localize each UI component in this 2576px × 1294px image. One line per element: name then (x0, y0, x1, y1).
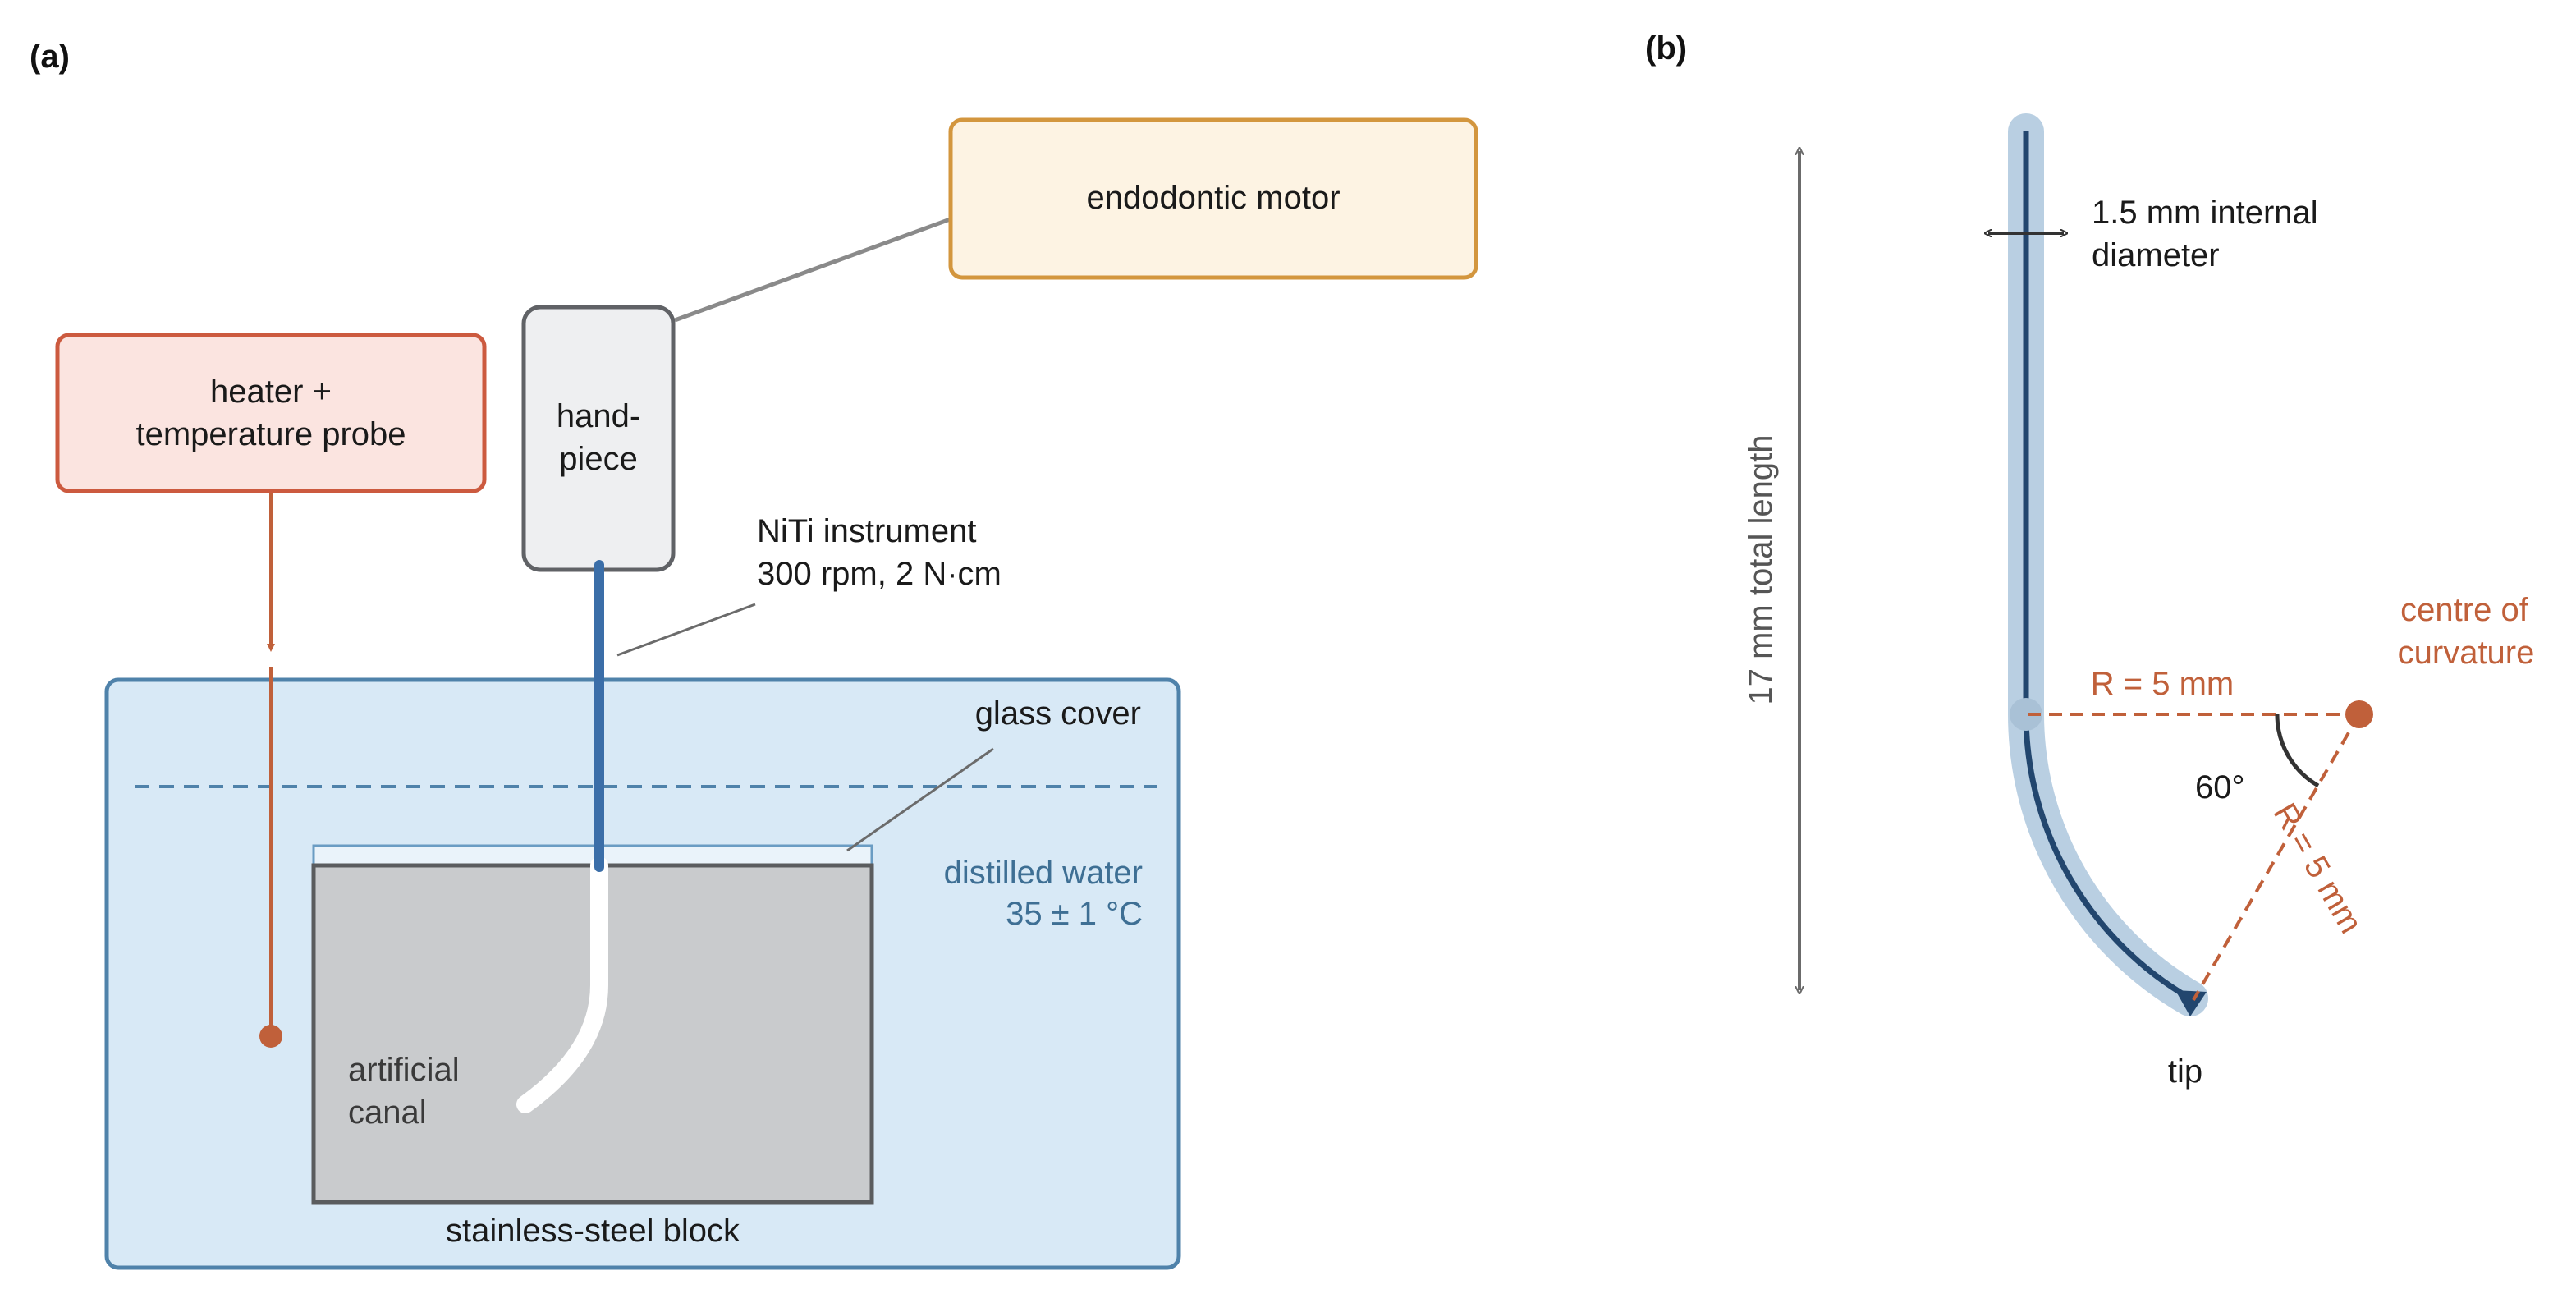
panel-a-label: (a) (30, 39, 70, 75)
instrument-label-line1: NiTi instrument (757, 513, 976, 549)
tip-label: tip (2168, 1053, 2202, 1090)
panel-b-label: (b) (1645, 30, 1687, 67)
canal-centreline (2023, 131, 2192, 1002)
heater-label-line2: temperature probe (135, 416, 406, 452)
panel-a: (a) endodontic motor hand- piece NiTi in… (30, 39, 1478, 1270)
glass-cover-label: glass cover (975, 695, 1141, 732)
radius-line-diagonal (2192, 713, 2361, 1002)
glass-cover-callout-line (846, 747, 994, 852)
water-label-line1: distilled water (944, 855, 1143, 891)
radius-label-horizontal: R = 5 mm (2091, 666, 2234, 702)
panel-b: (b) 17 mm total length 1.5 mm internal d… (1645, 30, 2534, 1090)
diameter-label-line2: diameter (2092, 237, 2220, 273)
canal-label-line1: artificial (348, 1052, 460, 1088)
angle-label: 60° (2195, 769, 2245, 805)
heater-box (55, 333, 487, 493)
canal-label-line2: canal (348, 1094, 427, 1131)
heater-label-line1: heater + (210, 374, 332, 410)
handpiece-label-line1: hand- (557, 398, 640, 434)
endodontic-motor-label: endodontic motor (1086, 180, 1340, 216)
centre-label-line1: centre of (2400, 592, 2529, 628)
diameter-label-line1: 1.5 mm internal (2092, 195, 2318, 231)
instrument-label-line2: 300 rpm, 2 N·cm (757, 556, 1002, 592)
motor-cable (674, 216, 953, 323)
tip-marker (2175, 990, 2207, 1016)
handpiece-box (521, 305, 676, 572)
centre-of-curvature-point (2345, 700, 2373, 728)
temperature-probe-tip (259, 1025, 282, 1048)
glass-cover (312, 844, 873, 867)
artificial-canal (516, 856, 608, 1113)
endodontic-motor-box (948, 117, 1478, 280)
curve-start-point (2010, 698, 2042, 731)
water-label-line2: 35 ± 1 °C (1006, 896, 1143, 932)
centre-label-line2: curvature (2398, 635, 2535, 671)
block-label: stainless-steel block (446, 1213, 740, 1249)
handpiece-label-line2: piece (559, 441, 638, 477)
instrument-callout-line (616, 603, 756, 657)
angle-arc (2275, 714, 2320, 788)
radius-label-diagonal: R = 5 mm (2267, 797, 2369, 939)
length-label: 17 mm total length (1743, 434, 1779, 704)
